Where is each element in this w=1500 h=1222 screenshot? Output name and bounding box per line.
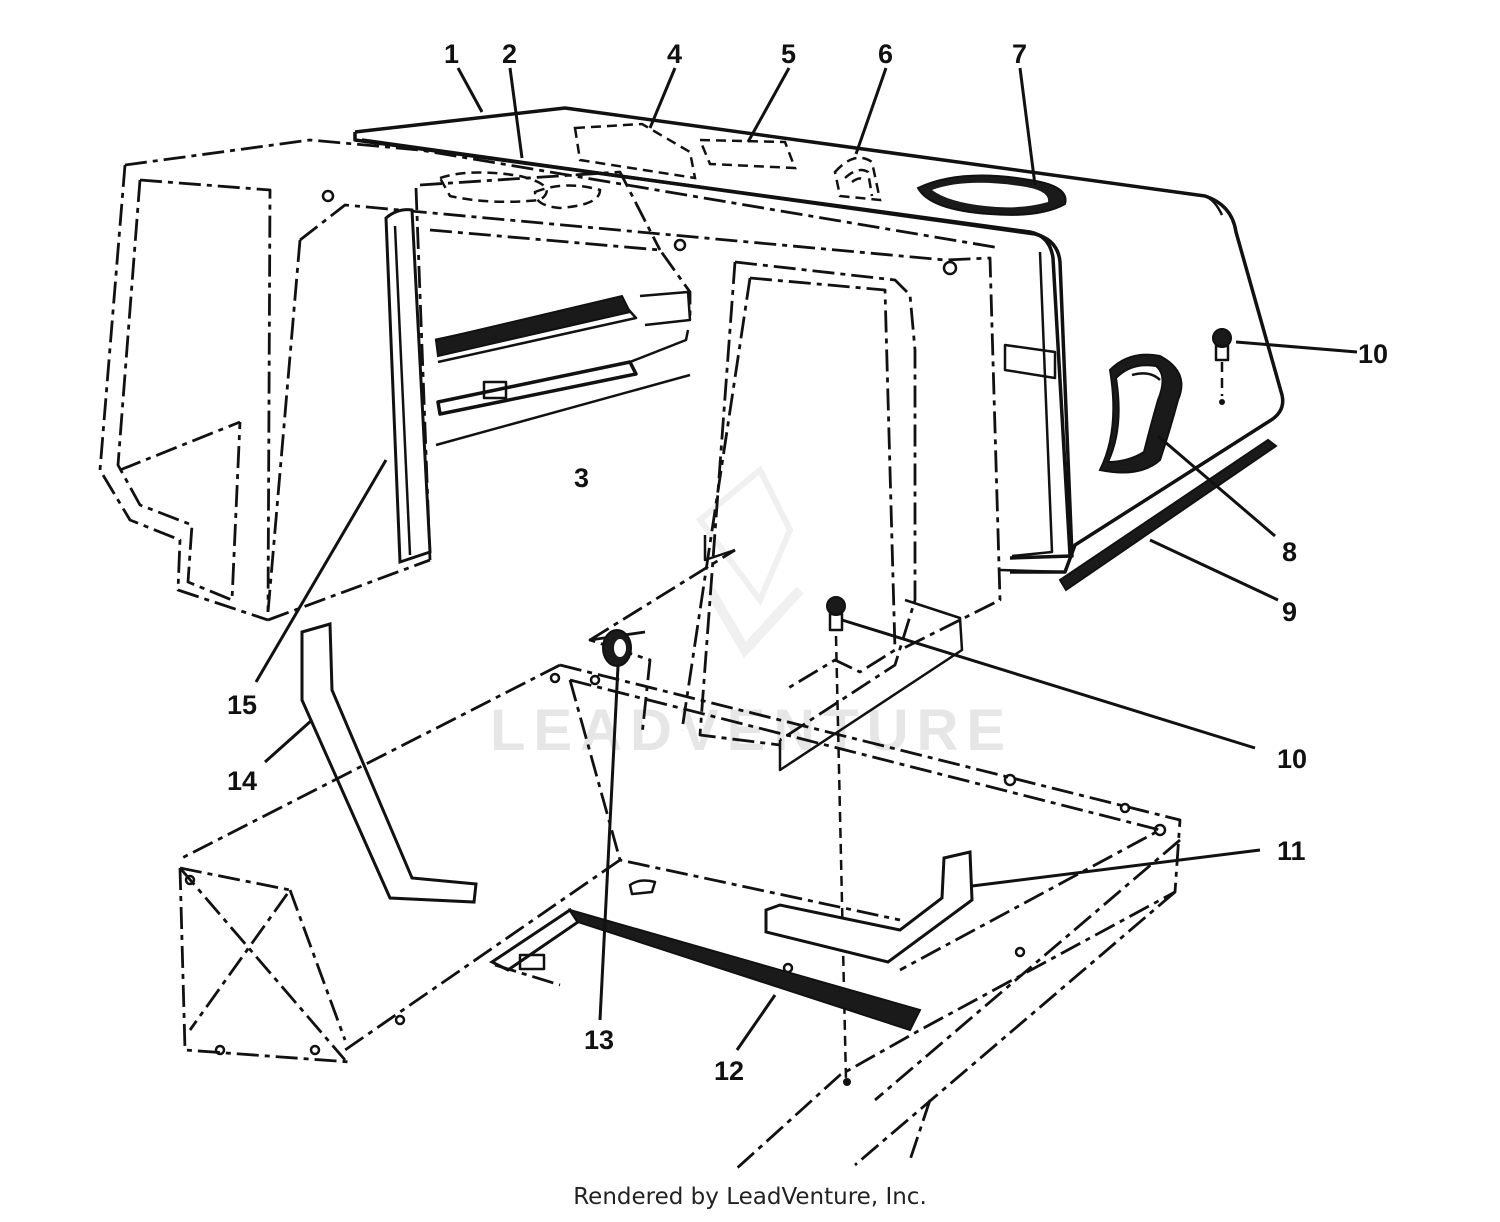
watermark-text: LEADVENTURE: [490, 698, 1013, 763]
footer-credit: Rendered by LeadVenture, Inc.: [573, 1184, 927, 1210]
bolt-10-upper: [1212, 328, 1232, 405]
callout-10-upper: 10: [1358, 339, 1388, 369]
bolt-10-lower: [826, 596, 851, 1086]
hood-dashed-outline: [98, 138, 1002, 747]
rail-12: [489, 907, 922, 1032]
callout-13: 13: [584, 1025, 614, 1055]
vent-6: [833, 156, 882, 202]
recess-4: [573, 122, 697, 180]
callout-3: 3: [574, 463, 589, 493]
callout-6: 6: [878, 39, 893, 69]
rail-9: [1058, 438, 1278, 592]
callout-12: 12: [714, 1056, 744, 1086]
hood-body: [353, 106, 1285, 772]
fuel-opening-7: [916, 174, 1067, 216]
callout-9: 9: [1282, 597, 1297, 627]
seal-strip-15: [384, 208, 432, 565]
emblem-8: [1098, 353, 1183, 474]
grommet-13: [602, 629, 632, 667]
callout-14: 14: [227, 766, 257, 796]
callout-1: 1: [444, 39, 459, 69]
callout-7: 7: [1012, 39, 1027, 69]
top-features: [573, 122, 1067, 216]
callout-2: 2: [502, 39, 517, 69]
callout-8: 8: [1282, 537, 1297, 567]
callout-10-lower: 10: [1277, 744, 1307, 774]
callout-labels: 1 2 4 5 6 7 3 10 8 9 10 11 12 13 14 15: [227, 39, 1388, 1086]
callout-5: 5: [781, 39, 796, 69]
bracket-11: [764, 850, 974, 964]
callout-15: 15: [227, 690, 257, 720]
recess-5: [698, 138, 797, 170]
channel-3: [434, 294, 638, 416]
watermark-logo: [695, 465, 804, 659]
callout-4: 4: [667, 39, 682, 69]
bracket-14: [300, 622, 478, 904]
frame-dashed: [177, 663, 1182, 1172]
callout-11: 11: [1277, 836, 1306, 866]
leader-lines: [254, 67, 1358, 1051]
